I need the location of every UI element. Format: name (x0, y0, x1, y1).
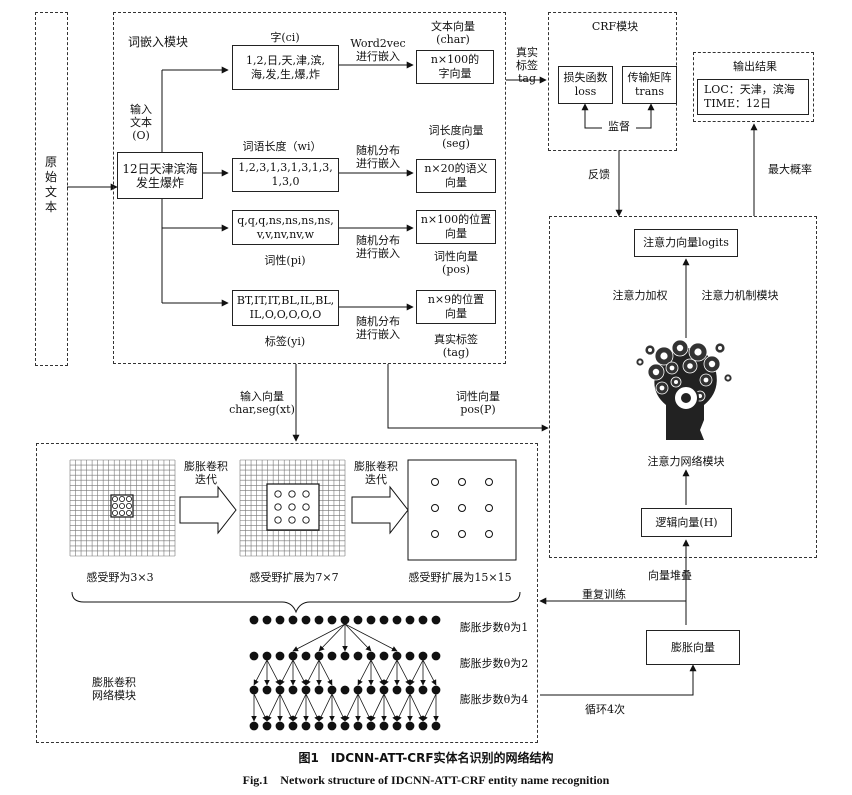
result-line-2: TIME：12日 (704, 97, 771, 110)
loop-label: 循环4次 (585, 703, 625, 716)
input-text-label: 输入 文本 (O) (130, 103, 152, 142)
attention-module-frame (549, 216, 817, 558)
tag-vector-label: 真实标签 (tag) (434, 333, 478, 359)
char-label: 字(ci) (270, 31, 300, 44)
attention-weighting-label: 注意力加权 (612, 289, 668, 302)
dilated-module-label: 膨胀卷积 网络模块 (92, 676, 136, 702)
raw-text-label: 原始文本 (44, 155, 57, 214)
pos-vector-path-label: 词性向量 pos(P) (456, 390, 500, 416)
caption-chinese: 图1 IDCNN-ATT-CRF实体名识别的网络结构 (298, 751, 554, 765)
embedding-module-frame (113, 12, 506, 364)
char-method: Word2vec 进行嵌入 (350, 37, 406, 63)
seg-label: 词语长度（wi） (242, 140, 322, 153)
embedding-module-title: 词嵌入模块 (128, 35, 189, 49)
dilated-iter-2-label: 膨胀卷积 迭代 (354, 460, 398, 486)
raw-text-frame (35, 12, 68, 366)
dilated-vector-box: 膨胀向量 (646, 630, 740, 665)
receptive-field-1: 感受野为3×3 (86, 571, 154, 584)
loss-box: 损失函数 loss (558, 66, 613, 104)
pos-box: q,q,q,ns,ns,ns,ns, v,v,nv,nv,w (232, 210, 339, 245)
pos-method: 随机分布 进行嵌入 (356, 234, 400, 260)
char-vector-box: n×100的 字向量 (416, 50, 494, 84)
attention-network-label: 注意力网络模块 (647, 455, 725, 468)
seg-box: 1,2,3,1,3,1,3,1,3, 1,3,0 (232, 158, 339, 192)
crf-title: CRF模块 (591, 20, 639, 33)
dilation-step-1: 膨胀步数θ为1 (459, 621, 529, 634)
attention-mechanism-label: 注意力机制模块 (701, 289, 779, 302)
tag-label: 标签(yi) (264, 335, 306, 348)
result-frame (693, 52, 814, 122)
source-text-box: 12日天津滨海 发生爆炸 (117, 152, 203, 199)
trans-box: 传输矩阵 trans (622, 66, 677, 104)
seg-vector-box: n×20的语义 向量 (416, 159, 496, 193)
result-title: 输出结果 (733, 60, 777, 73)
attention-logits-box: 注意力向量logits (634, 229, 738, 257)
receptive-field-2: 感受野扩展为7×7 (249, 571, 339, 584)
repeat-training-label: 重复训练 (582, 588, 626, 601)
tag-vector-box: n×9的位置 向量 (416, 290, 496, 324)
vector-stack-label: 向量堆叠 (648, 569, 692, 582)
dilated-conv-frame (36, 443, 538, 743)
pos-vector-label: 词性向量 (pos) (434, 250, 478, 276)
receptive-field-3: 感受野扩展为15×15 (408, 571, 512, 584)
pos-label: 词性(pi) (264, 254, 306, 267)
true-tag-label: 真实 标签 tag (516, 46, 538, 85)
result-box: LOC：天津，滨海 TIME：12日 (697, 79, 809, 115)
feedback-label: 反馈 (588, 168, 610, 181)
logic-vector-box: 逻辑向量(H) (641, 508, 732, 537)
caption-english: Fig.1 Network structure of IDCNN-ATT-CRF… (242, 773, 610, 787)
max-prob-label: 最大概率 (768, 163, 812, 176)
brain-head-icon (635, 339, 733, 440)
pos-vector-box: n×100的位置 向量 (416, 210, 496, 244)
result-line-1: LOC：天津，滨海 (704, 83, 795, 96)
char-vector-label: 文本向量 (char) (431, 20, 475, 46)
supervise-label: 监督 (602, 120, 636, 133)
tag-box: BT,IT,IT,BL,IL,BL, IL,O,O,O,O,O (232, 290, 339, 326)
dilation-step-3: 膨胀步数θ为4 (459, 693, 529, 706)
seg-method: 随机分布 进行嵌入 (356, 144, 400, 170)
seg-vector-label: 词长度向量 (seg) (428, 124, 484, 150)
dilation-step-2: 膨胀步数θ为2 (459, 657, 529, 670)
input-vector-label: 输入向量 char,seg(xt) (229, 390, 295, 416)
tag-method: 随机分布 进行嵌入 (356, 315, 400, 341)
dilated-iter-1-label: 膨胀卷积 迭代 (184, 460, 228, 486)
char-box: 1,2,日,天,津,滨, 海,发,生,爆,炸 (232, 45, 339, 90)
